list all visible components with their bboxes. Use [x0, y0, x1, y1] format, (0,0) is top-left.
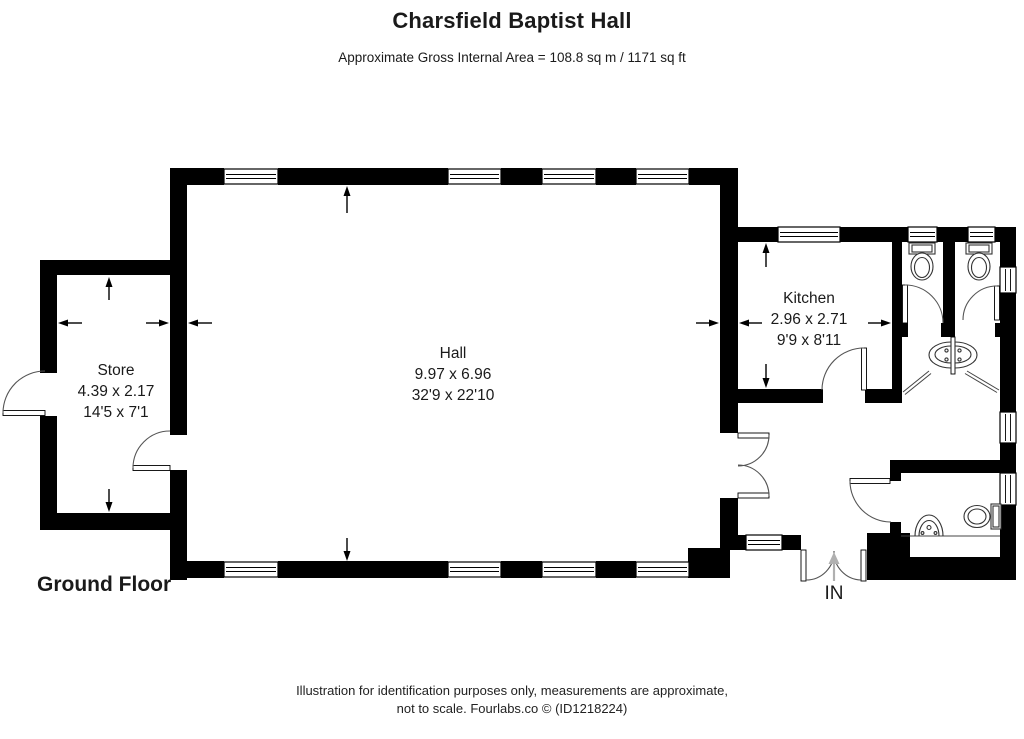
hall-dimensions-metric: 9.97 x 6.96 — [414, 366, 492, 383]
kitchen-dimensions-imperial: 9'9 x 8'11 — [776, 332, 842, 349]
lobby-screens — [902, 370, 1000, 395]
back-to-back-sinks — [928, 336, 978, 375]
kitchen-name: Kitchen — [783, 290, 835, 307]
entrance-arrow-icon — [828, 552, 840, 581]
disclaimer-line-1: Illustration for identification purposes… — [296, 683, 728, 698]
wc1-toilet — [908, 242, 936, 281]
floor-label: Ground Floor — [37, 573, 172, 596]
disclaimer-line-2: not to scale. Fourlabs.co © (ID1218224) — [396, 700, 628, 716]
store-dimensions-metric: 4.39 x 2.17 — [77, 383, 155, 400]
kitchen-dimensions-metric: 2.96 x 2.71 — [770, 311, 848, 328]
hall-dimensions-imperial: 32'9 x 22'10 — [411, 387, 495, 404]
page-subtitle: Approximate Gross Internal Area = 108.8 … — [338, 50, 686, 65]
store-walls — [40, 260, 187, 530]
page-title: Charsfield Baptist Hall — [392, 8, 632, 33]
bottom-wc-fixtures — [901, 503, 1002, 537]
dimension-arrows — [58, 186, 891, 561]
hall-room-label: Hall 9.97 x 6.96 32'9 x 22'10 — [373, 343, 533, 406]
hall-name: Hall — [439, 345, 467, 362]
store-room-label: Store 4.39 x 2.17 14'5 x 7'1 — [43, 360, 189, 423]
store-name: Store — [97, 362, 135, 379]
entrance-label: IN — [824, 583, 844, 604]
disclaimer: Illustration for identification purposes… — [0, 682, 1024, 717]
doors — [2, 284, 1000, 582]
wc2-toilet — [965, 242, 993, 281]
store-dimensions-imperial: 14'5 x 7'1 — [83, 404, 149, 421]
hall-walls — [170, 168, 738, 580]
windows — [223, 168, 1017, 578]
annex-walls — [720, 227, 1016, 580]
kitchen-room-label: Kitchen 2.96 x 2.71 9'9 x 8'11 — [733, 288, 885, 351]
